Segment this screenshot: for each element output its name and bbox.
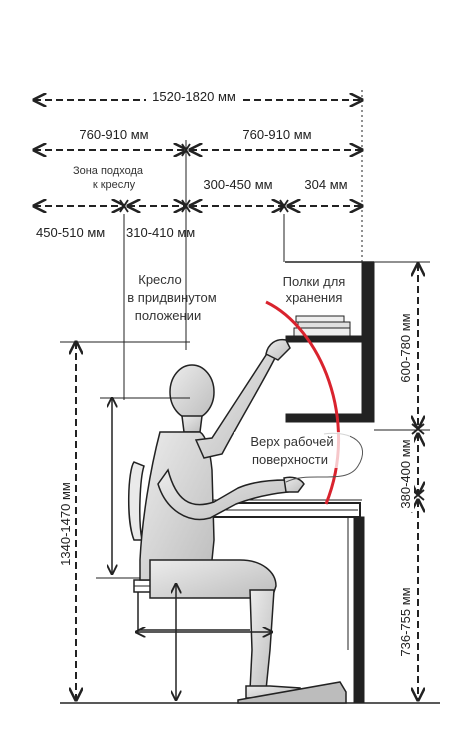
chair-label-line1: Кресло bbox=[138, 272, 182, 287]
shelf-height-label: 600-780 мм bbox=[398, 313, 413, 382]
approach-zone-line1: Зона подхода bbox=[73, 165, 144, 177]
chair-label-line2: в придвинутом bbox=[127, 290, 217, 305]
reach-zone-label: 300-450 мм bbox=[203, 177, 272, 192]
chair-clearance-label: 310-410 мм bbox=[126, 225, 195, 240]
surface-label-line1: Верх рабочей bbox=[250, 434, 333, 449]
right-vertical-dimensions bbox=[374, 261, 430, 700]
chair-label-line3: положении bbox=[135, 308, 201, 323]
shelves-label-line2: хранения bbox=[286, 290, 343, 305]
seated-person-figure bbox=[139, 338, 305, 699]
shelf-depth-label: 304 мм bbox=[304, 177, 347, 192]
shelves-label-line1: Полки для bbox=[283, 274, 346, 289]
surface-label-line2: поверхности bbox=[252, 452, 328, 467]
total-width-label: 1520-1820 мм bbox=[152, 89, 236, 104]
chair-depth-label: 450-510 мм bbox=[36, 225, 105, 240]
right-zone-label: 760-910 мм bbox=[242, 127, 311, 142]
work-surface-gap-label: 380-400 мм bbox=[398, 439, 413, 508]
left-vertical-dimensions bbox=[60, 342, 272, 700]
shelf-unit bbox=[285, 261, 375, 423]
approach-zone-line2: к креслу bbox=[93, 179, 136, 191]
eye-height-label: 1340-1470 мм bbox=[58, 482, 73, 566]
desk-height-label: 736-755 мм bbox=[398, 587, 413, 656]
left-zone-label: 760-910 мм bbox=[79, 127, 148, 142]
footrest bbox=[237, 681, 347, 704]
reference-lines bbox=[123, 90, 363, 400]
reach-arc bbox=[265, 300, 341, 505]
